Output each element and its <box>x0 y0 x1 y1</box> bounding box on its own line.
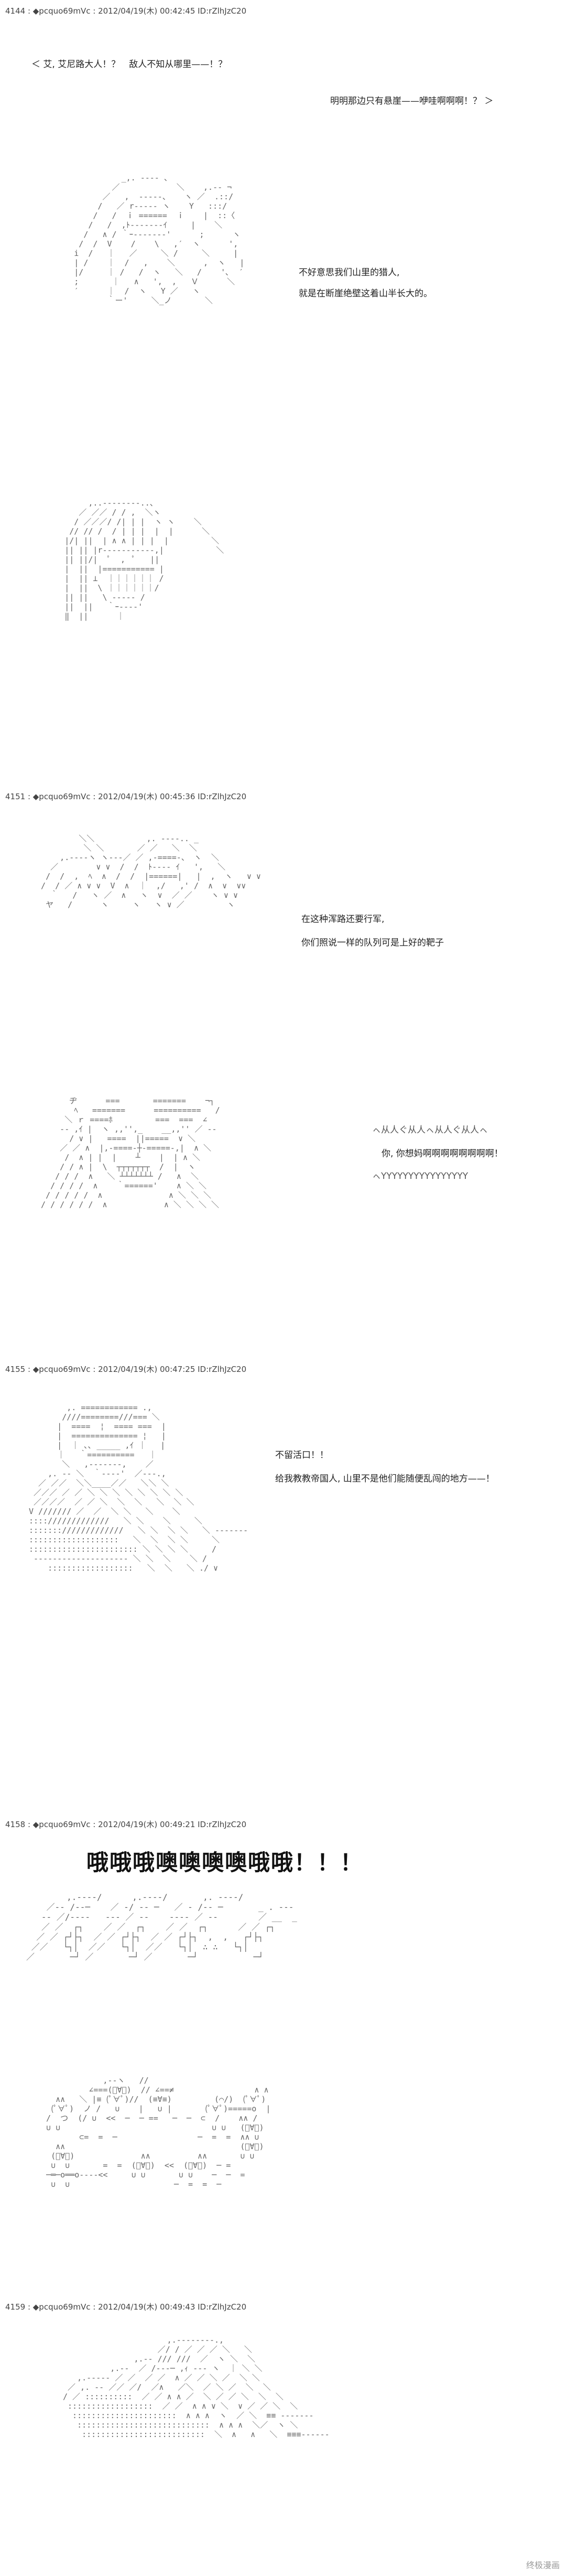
watermark: 终极漫画 <box>526 2560 560 2570</box>
ascii-art-commander: ,. ============ ., ////========///=== ＼ … <box>29 1403 248 1573</box>
post-header: 4159 : ◆pcquo69mVc : 2012/04/19(木) 00:49… <box>5 2302 247 2312</box>
dialogue-line: 明明那边只有悬崖——咿哇啊啊啊！？ ＞ <box>330 96 494 106</box>
dialogue-line: 你, 你想妈啊啊啊啊啊啊啊啊！ <box>382 1149 503 1159</box>
post-header: 4144 : ◆pcquo69mVc : 2012/04/19(木) 00:42… <box>5 6 247 16</box>
post-header: 4158 : ◆pcquo69mVc : 2012/04/19(木) 00:49… <box>5 1820 247 1829</box>
dialogue-line: 在这种浑路还要行军, <box>301 914 385 925</box>
dialogue-line: ＜ 艾, 艾尼路大人！？ 敌人不知从哪里——！？ <box>31 59 227 70</box>
ascii-art-shocked-soldier: ヂ === ======= ¬┐ ﾍ ======= ========== / … <box>41 1096 220 1209</box>
battle-cry-shout: 哦哦哦噢噢噢噢哦哦！！！ <box>86 1850 364 1875</box>
post-header: 4155 : ◆pcquo69mVc : 2012/04/19(木) 00:47… <box>5 1365 247 1374</box>
dialogue-line: 不留活口！！ <box>275 1450 329 1461</box>
ascii-art-battle-crowd: ,-‐ヽ // ∠===(ﾟ∀ﾟ) // ∠==≠ ∧ ∧ ∧∧ ＼ |≡ (ﾟ… <box>46 2076 271 2189</box>
ascii-art-charge: ＼＼ ,. -‐‐-.. _ ＼ ＼ ／ ／ ＼ ＼ ,.-‐‐‐ヽ ヽ‐‐‐／… <box>41 834 261 909</box>
ascii-art-soldiers: _,. ---- 、 ／ ＼ ,.-‐ ¬ ／ , -‐‐‐-、 ヽ ／ .::… <box>74 173 245 305</box>
dialogue-line: 不好意思我们山里的猎人, <box>299 267 400 278</box>
ascii-art-shout-letters: ,.--‐‐/ ,.--‐‐/ ,. --‐‐/ ／‐‐ /‐‐─ ／ ‐/ ‐… <box>26 1892 297 1962</box>
ascii-art-horse-charge: ,.-‐‐‐‐‐‐‐., ／/ / ／ ／ ／ ＼ ＼ ,.-‐ /// ///… <box>63 2335 330 2439</box>
dialogue-line: 就是在断崖绝壁这着山半长大的。 <box>299 288 432 299</box>
dialogue-line: 你们照说一样的队列可是上好的靶子 <box>301 938 444 948</box>
dialogue-line: ㇸYYYYYYYYYYYYYYYY <box>372 1171 469 1182</box>
dialogue-line: ㇸ从人ぐ从人ㇸ从人ぐ从人ㇸ <box>372 1125 488 1135</box>
post-header: 4151 : ◆pcquo69mVc : 2012/04/19(木) 00:45… <box>5 792 247 801</box>
dialogue-line: 给我教教帝国人, 山里不是他们能随便乱闯的地方——！ <box>275 1474 495 1484</box>
ascii-art-archer: ,..-‐‐‐‐‐‐-..、 ／ ／／ / / , ＼ヽ / ／／／/ /| |… <box>64 498 224 621</box>
